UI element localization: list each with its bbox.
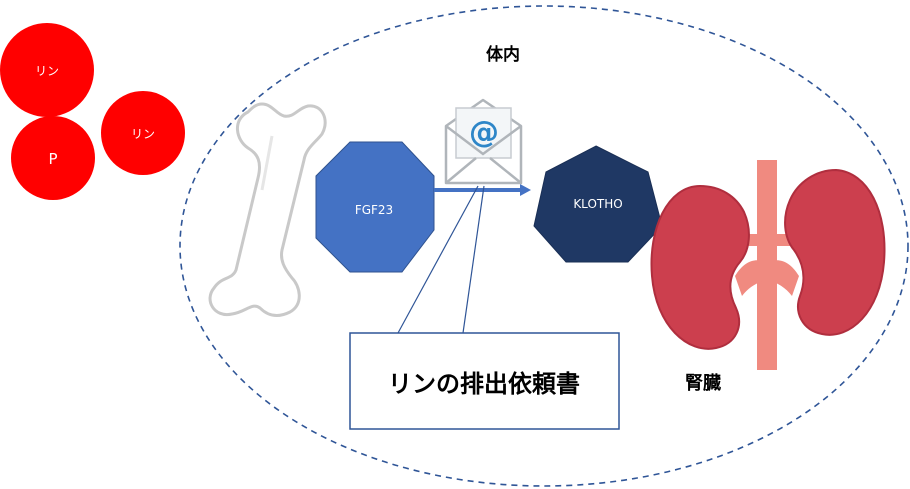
- callout-box: [349, 332, 620, 430]
- kidney-label: 腎臓: [685, 373, 721, 394]
- envelope-at-symbol: @: [469, 115, 499, 150]
- envelope-at-icon: @: [444, 98, 523, 185]
- phosphate-circle-3: [11, 116, 95, 200]
- klotho-heptagon: [533, 145, 663, 263]
- body-label: 体内: [486, 44, 520, 65]
- bone-icon: [208, 102, 327, 317]
- body-region-outline: [179, 5, 909, 487]
- phosphate-label-2: リン: [131, 127, 155, 141]
- callout-text: リンの排出依頼書: [388, 370, 580, 398]
- fgf23-octagon: [315, 141, 435, 273]
- phosphate-label-3: P: [48, 150, 57, 168]
- kidney-icon: [650, 160, 886, 370]
- phosphate-circle-1: [0, 23, 94, 117]
- signal-arrow: [434, 184, 531, 196]
- klotho-label: KLOTHO: [573, 197, 622, 211]
- callout-pointer: [397, 185, 485, 334]
- phosphate-label-1: リン: [35, 64, 59, 78]
- phosphate-circle-2: [101, 91, 185, 175]
- fgf23-label: FGF23: [355, 203, 393, 217]
